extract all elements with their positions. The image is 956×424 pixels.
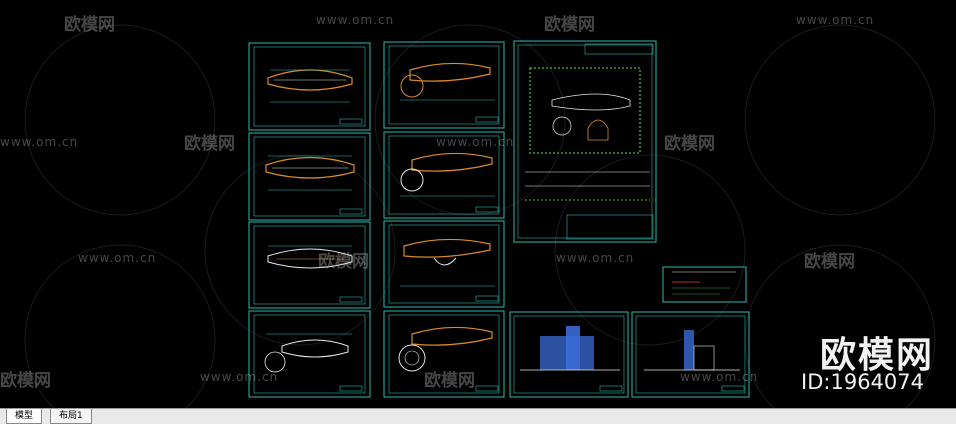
sheet-plan-4 bbox=[248, 310, 371, 398]
sheet-plan-6 bbox=[383, 131, 505, 219]
sheet-elevation-1 bbox=[509, 311, 629, 398]
sheet-elevation-2 bbox=[631, 311, 750, 398]
watermark-url: www.om.cn bbox=[680, 370, 759, 384]
watermark-url: www.om.cn bbox=[316, 13, 395, 27]
sheet-notes bbox=[662, 266, 747, 303]
tab-layout1[interactable]: 布局1 bbox=[50, 409, 92, 424]
sheet-plan-3 bbox=[248, 221, 371, 309]
watermark-url: www.om.cn bbox=[556, 251, 635, 265]
watermark-url: www.om.cn bbox=[796, 13, 875, 27]
watermark-logo: 欧模网 bbox=[318, 252, 369, 272]
sheet-plan-1 bbox=[248, 42, 371, 131]
drawing-sheets bbox=[24, 24, 936, 408]
tab-model[interactable]: 模型 bbox=[6, 409, 43, 424]
cad-model-canvas[interactable]: 欧模网 www.om.cn 欧模网 www.om.cn www.om.cn 欧模… bbox=[0, 0, 956, 408]
watermark-url: www.om.cn bbox=[78, 251, 157, 265]
watermark-logo: 欧模网 bbox=[424, 371, 475, 391]
sheet-plan-7 bbox=[383, 220, 505, 308]
watermark-url: www.om.cn bbox=[0, 135, 79, 149]
watermark-logo: 欧模网 bbox=[184, 134, 235, 154]
watermark-logo: 欧模网 bbox=[64, 15, 115, 35]
sheet-plan-2 bbox=[248, 132, 371, 221]
sheet-plan-5 bbox=[383, 41, 505, 129]
watermark-logo: 欧模网 bbox=[664, 134, 715, 154]
watermark-logo: 欧模网 bbox=[544, 15, 595, 35]
watermark-url: www.om.cn bbox=[200, 370, 279, 384]
layout-tab-bar: 模型 布局1 bbox=[0, 408, 956, 424]
watermark-logo: 欧模网 bbox=[0, 371, 51, 391]
sheet-plan-8 bbox=[383, 310, 505, 398]
sheet-site-plan bbox=[513, 40, 657, 243]
brand-id: ID:1964074 bbox=[801, 370, 924, 394]
brand-logo: 欧模网 bbox=[819, 335, 934, 376]
watermark-logo: 欧模网 bbox=[804, 252, 855, 272]
watermark-url: www.om.cn bbox=[436, 135, 515, 149]
